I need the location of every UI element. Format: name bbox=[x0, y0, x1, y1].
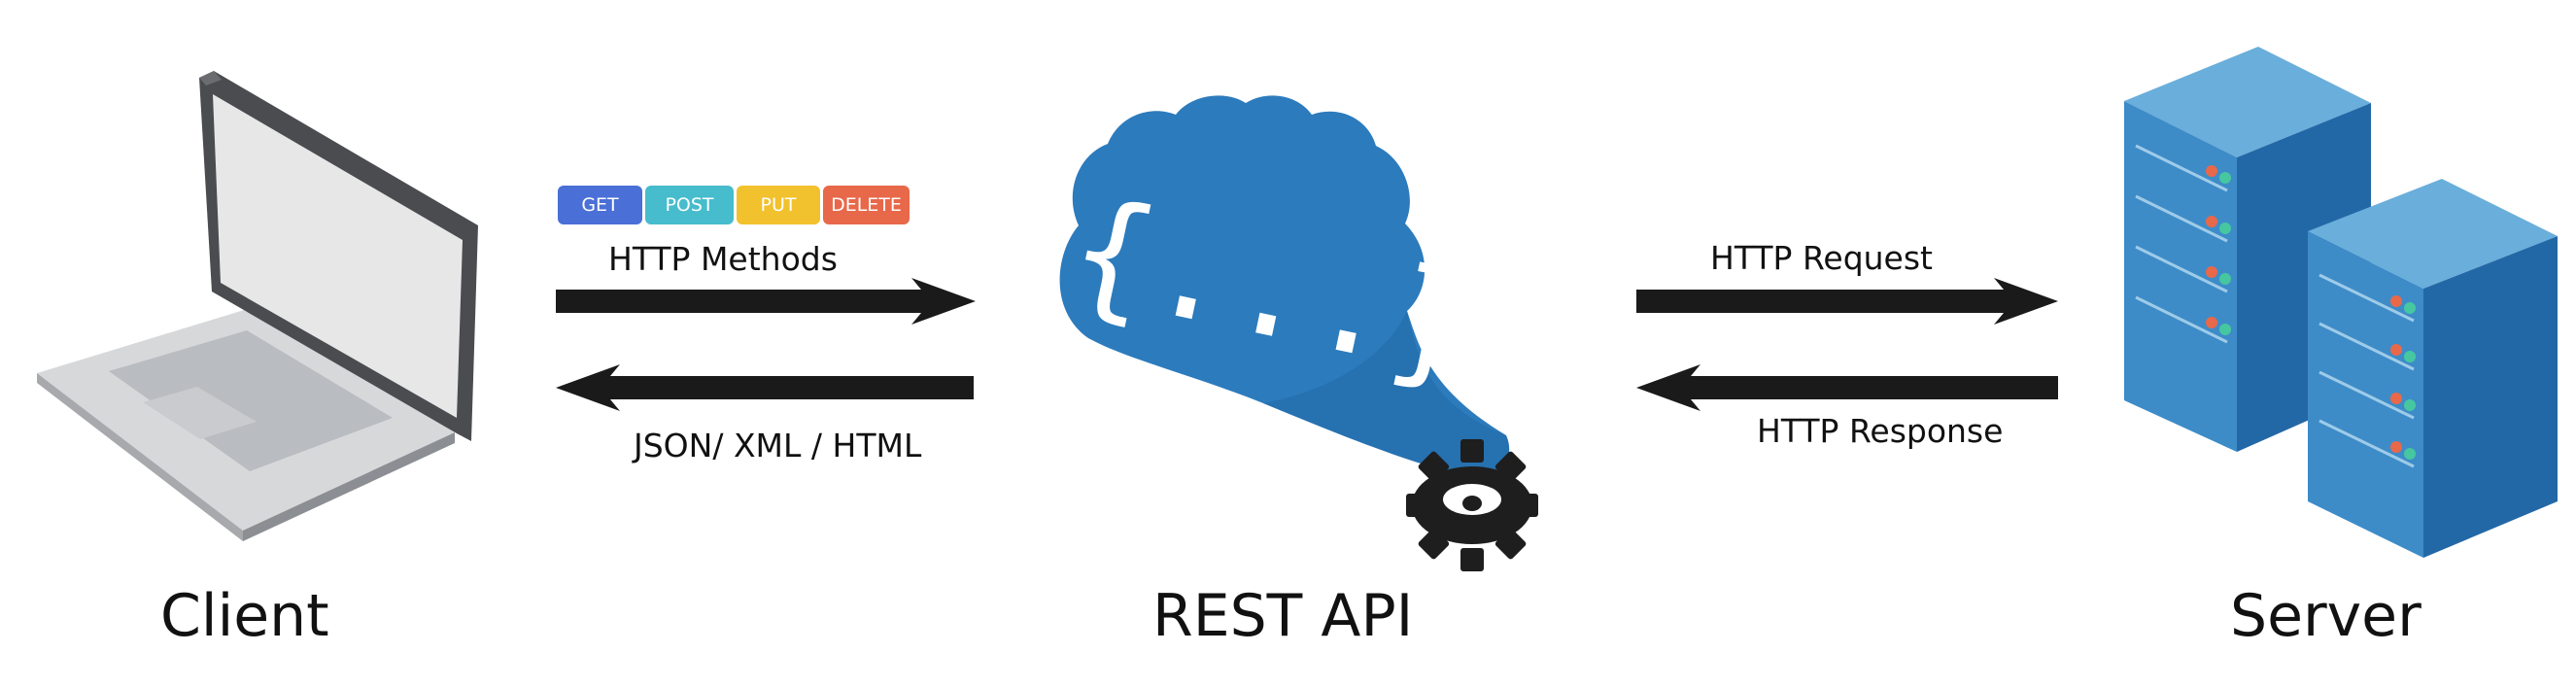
rest-api-label: REST API bbox=[1152, 582, 1414, 650]
http-request-label: HTTP Request bbox=[1710, 239, 1933, 277]
cloud-icon: {...} bbox=[1056, 95, 1510, 479]
response-formats-label: JSON/ XML / HTML bbox=[634, 427, 922, 464]
arrow-api-to-client bbox=[556, 364, 974, 411]
laptop-icon bbox=[37, 71, 478, 541]
method-badge-put: PUT bbox=[737, 186, 820, 224]
gear-icon bbox=[1406, 439, 1538, 571]
server-label: Server bbox=[2230, 582, 2421, 650]
client-label: Client bbox=[160, 582, 329, 650]
method-badge-delete: DELETE bbox=[823, 186, 910, 224]
arrow-api-to-server bbox=[1636, 278, 2058, 325]
method-badge-get: GET bbox=[558, 186, 642, 224]
arrow-client-to-api bbox=[556, 278, 976, 325]
arrow-server-to-api bbox=[1636, 364, 2058, 411]
method-badge-post: POST bbox=[645, 186, 734, 224]
http-response-label: HTTP Response bbox=[1757, 412, 2004, 450]
http-methods-label: HTTP Methods bbox=[608, 240, 838, 278]
server-rack-icon bbox=[2124, 47, 2558, 558]
